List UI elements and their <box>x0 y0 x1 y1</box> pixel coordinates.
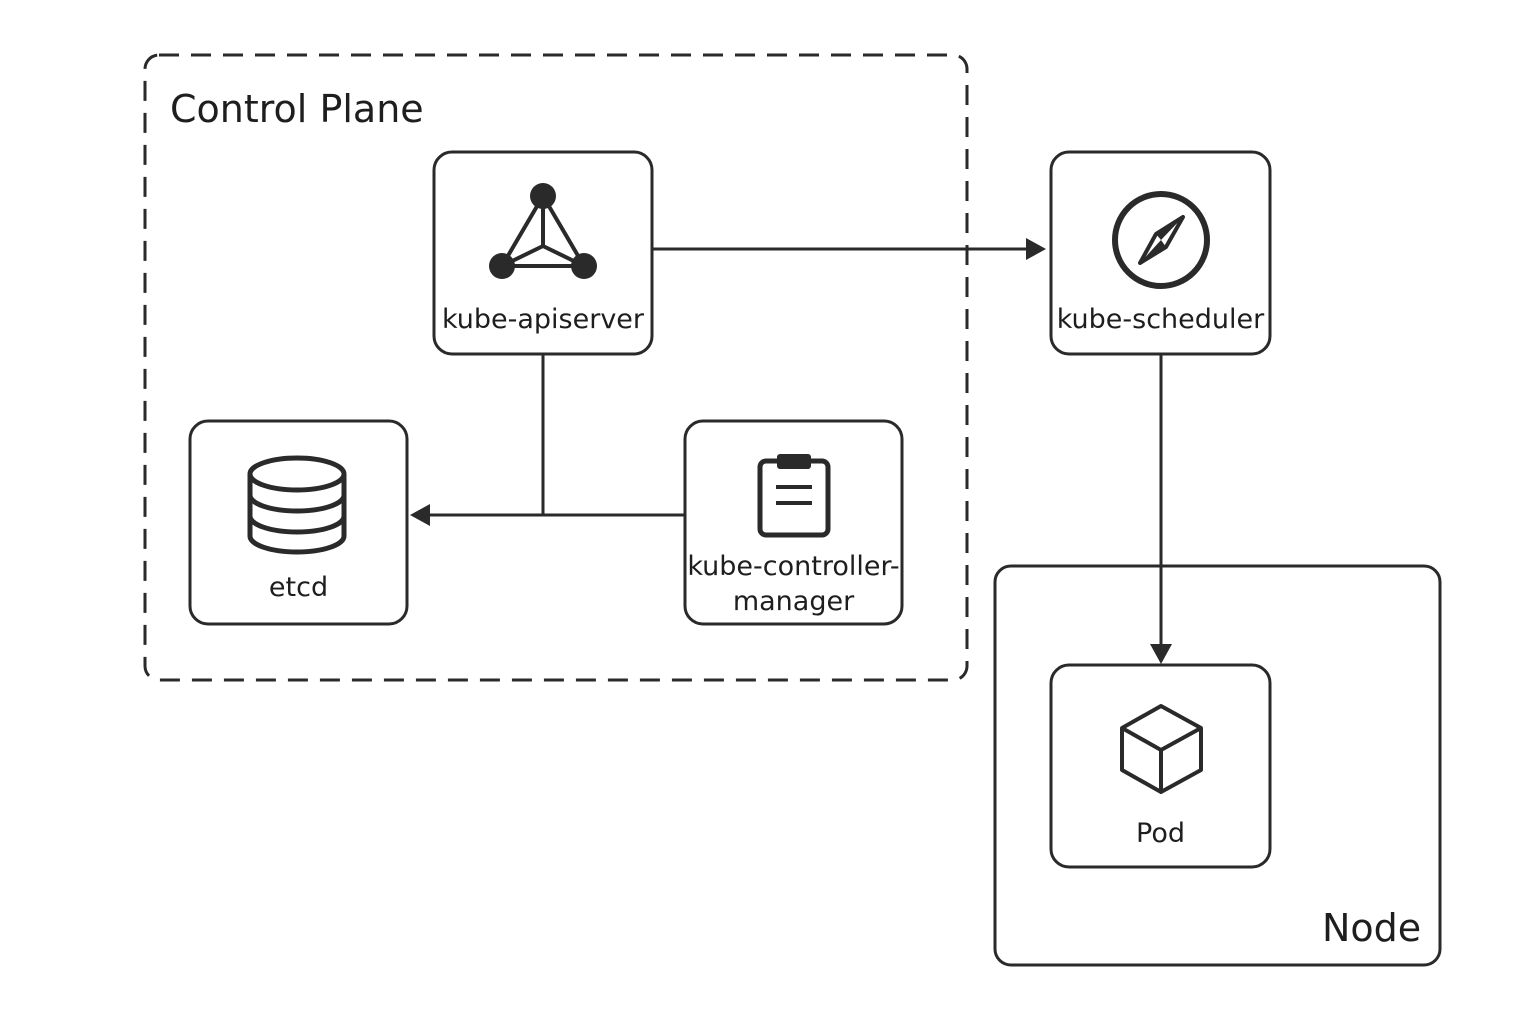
cube-icon <box>1120 704 1203 794</box>
node-label: Node <box>1322 906 1422 950</box>
clipboard-icon <box>757 454 831 538</box>
etcd-node[interactable] <box>188 419 409 626</box>
apiserver-label: kube-apiserver <box>441 304 645 335</box>
etcd-label: etcd <box>268 572 329 603</box>
database-icon <box>247 455 347 555</box>
control-plane-boundary <box>143 53 969 682</box>
edge-scheduler-pod-arrowhead <box>1150 644 1172 664</box>
controller-manager-node[interactable] <box>683 419 904 626</box>
edge-apiserver-scheduler-arrowhead <box>1026 238 1046 260</box>
pod-node[interactable] <box>1049 663 1272 869</box>
controller-manager-label-line1: kube-controller- <box>687 551 900 582</box>
connectors <box>410 238 1172 664</box>
network-triangle-icon <box>489 183 597 279</box>
compass-icon <box>1112 191 1210 289</box>
apiserver-node[interactable] <box>432 150 654 356</box>
pod-label: Pod <box>1136 818 1185 849</box>
control-plane-label: Control Plane <box>170 87 424 131</box>
controller-manager-label-line2: manager <box>732 586 855 617</box>
edge-to-etcd-arrowhead <box>410 504 430 526</box>
scheduler-label: kube-scheduler <box>1056 304 1265 335</box>
scheduler-node[interactable] <box>1049 150 1272 356</box>
node-boundary <box>993 564 1442 967</box>
